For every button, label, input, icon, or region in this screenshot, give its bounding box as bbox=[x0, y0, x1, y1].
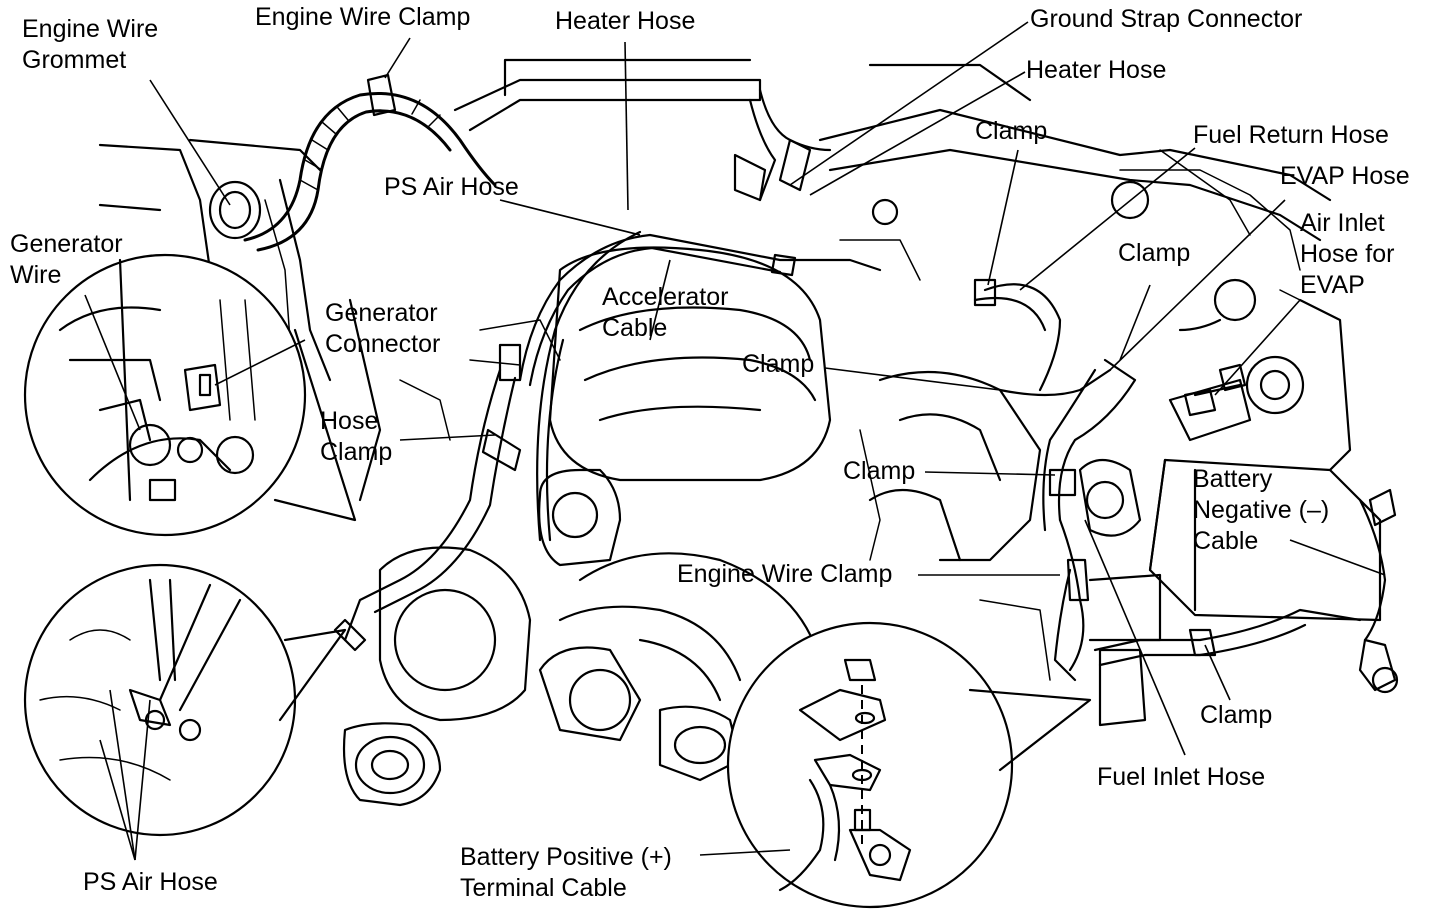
battery-terminal-inset bbox=[726, 621, 1092, 909]
label-generator-connector-line1: Generator bbox=[325, 299, 438, 327]
label-generator-wire-line2: Wire bbox=[10, 261, 62, 289]
label-battery-positive-line1: Battery Positive (+) bbox=[460, 843, 672, 871]
label-air-inlet-line1: Air Inlet bbox=[1300, 209, 1385, 237]
label-heater-hose-top: Heater Hose bbox=[555, 7, 696, 35]
label-accelerator-cable-line2: Cable bbox=[602, 314, 668, 342]
label-engine-wire-grommet: Engine Wire Grommet bbox=[22, 14, 158, 76]
label-ps-air-hose-bottom: PS Air Hose bbox=[83, 868, 218, 896]
label-hose-clamp: Hose Clamp bbox=[320, 406, 392, 468]
label-ps-air-hose-top: PS Air Hose bbox=[384, 173, 519, 201]
generator-inset bbox=[23, 253, 357, 537]
label-air-inlet-line3: EVAP bbox=[1300, 271, 1365, 299]
label-ground-strap-connector: Ground Strap Connector bbox=[1030, 5, 1303, 33]
label-engine-wire-clamp-middle: Engine Wire Clamp bbox=[677, 560, 893, 588]
label-evap-hose: EVAP Hose bbox=[1280, 162, 1410, 190]
label-fuel-inlet-hose: Fuel Inlet Hose bbox=[1097, 763, 1266, 791]
label-hose-clamp-line1: Hose bbox=[320, 407, 379, 435]
label-clamp-right: Clamp bbox=[1118, 239, 1191, 267]
label-clamp-battery: Clamp bbox=[1200, 701, 1273, 729]
label-engine-wire-grommet-line1: Engine Wire bbox=[22, 15, 159, 43]
label-accelerator-cable-line1: Accelerator bbox=[602, 283, 729, 311]
ps-air-hose-inset bbox=[23, 563, 347, 837]
leader-lines bbox=[84, 21, 1386, 861]
label-battery-negative-cable: Battery Negative (–) Cable bbox=[1193, 464, 1329, 557]
label-generator-wire-line1: Generator bbox=[10, 230, 123, 258]
label-heater-hose-right: Heater Hose bbox=[1026, 56, 1167, 84]
label-air-inlet-line2: Hose for bbox=[1300, 240, 1395, 268]
label-battery-positive-terminal-cable: Battery Positive (+) Terminal Cable bbox=[460, 842, 672, 904]
label-battery-negative-line3: Cable bbox=[1193, 527, 1259, 555]
label-battery-negative-line2: Negative (–) bbox=[1193, 496, 1330, 524]
label-accelerator-cable: Accelerator Cable bbox=[602, 282, 728, 344]
label-fuel-return-hose: Fuel Return Hose bbox=[1193, 121, 1389, 149]
label-battery-positive-line2: Terminal Cable bbox=[460, 874, 627, 902]
label-engine-wire-clamp-top: Engine Wire Clamp bbox=[255, 3, 471, 31]
label-clamp-middle: Clamp bbox=[742, 350, 815, 378]
label-engine-wire-grommet-line2: Grommet bbox=[22, 46, 127, 74]
label-clamp-lower: Clamp bbox=[843, 457, 916, 485]
label-generator-connector: Generator Connector bbox=[325, 298, 440, 360]
label-clamp-upper: Clamp bbox=[975, 117, 1048, 145]
label-generator-wire: Generator Wire bbox=[10, 229, 123, 291]
label-hose-clamp-line2: Clamp bbox=[320, 438, 393, 466]
hoses-and-cables bbox=[208, 73, 1399, 727]
label-battery-negative-line1: Battery bbox=[1193, 465, 1273, 493]
label-air-inlet-hose-evap: Air Inlet Hose for EVAP bbox=[1300, 208, 1394, 301]
label-generator-connector-line2: Connector bbox=[325, 330, 441, 358]
engine-outline bbox=[98, 58, 1382, 807]
